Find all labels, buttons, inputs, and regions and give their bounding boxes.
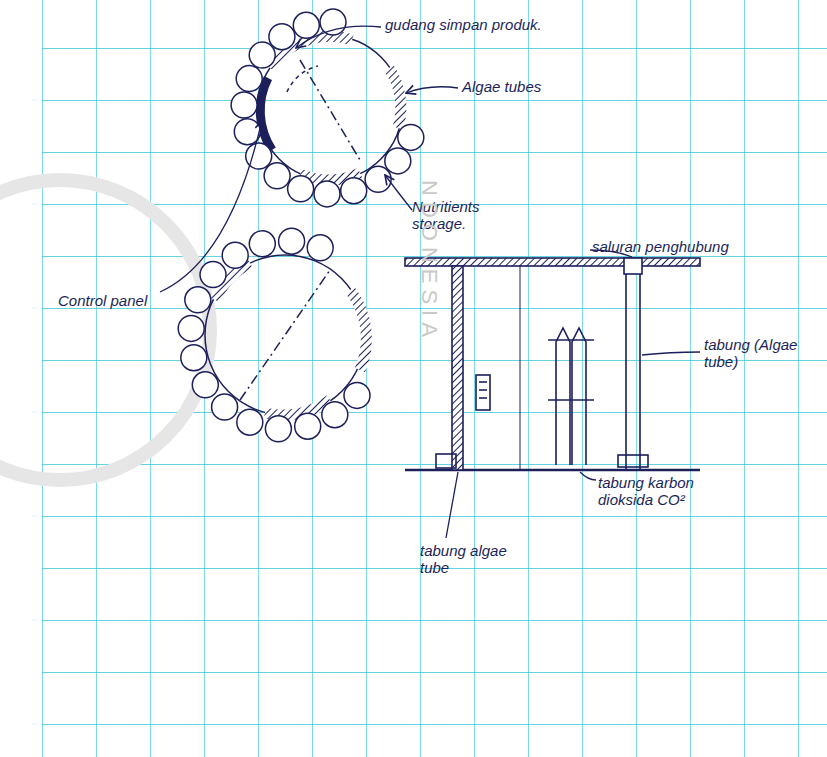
callout-label: Control panel [58,292,188,309]
algae-tube-circle [314,181,340,207]
algae-tube-circle [249,231,275,257]
algae-tube-circle [200,262,226,288]
floor-line [405,469,700,472]
base-block [436,454,456,468]
leader-line [406,87,458,93]
leader-line [580,472,596,480]
algae-tube-circle [398,124,424,150]
control-detail [479,381,487,383]
algae-tube-circle [178,315,204,341]
callout-label: tabung (Algae tube) [704,336,804,371]
axis-line [300,60,360,160]
leader-lines [160,26,700,538]
callout-label: tabung algae tube [420,542,515,577]
algae-tube-circle [279,228,305,254]
leader-line [446,472,458,538]
floor-plans [178,9,424,442]
wall-arc [350,290,366,370]
watermark: NDONESIA [417,180,442,343]
rack-shelf [548,339,594,341]
algae-tube-circle [181,345,207,371]
plan-ring [205,255,365,415]
algae-tube-circle [307,235,333,261]
algae-tube-circle [231,92,257,118]
algae-tube-circle [320,9,346,35]
algae-tube-circle [192,372,218,398]
plan-ring [258,36,402,180]
algae-tube-circle [295,413,321,439]
algae-tube [626,266,640,470]
tube-arc [389,68,401,128]
wall-arc [265,400,330,415]
grid-paper [42,0,827,757]
control-panel-arc [260,78,272,150]
callout-label: tabung karbon dioksida CO² [598,474,713,509]
callout-label: Algae tubes [462,78,582,95]
algae-tube-circle [385,148,411,174]
co2-tube [556,328,570,465]
control-detail [479,389,487,391]
algae-tube-circle [236,66,262,92]
callout-label: gudang simpan produk. [385,16,585,33]
panel-guide [287,66,318,92]
section-drawing [405,258,700,470]
algae-tube-circle [237,409,263,435]
algae-tube-circle [185,287,211,313]
tube-base [618,455,648,467]
algae-tube-circle [269,24,295,50]
algae-tube-circle [265,416,291,442]
algae-tube-circle [293,12,319,38]
algae-tube-circle [222,242,248,268]
algae-tube-circle [264,163,290,189]
roof-slab [405,258,700,266]
leader-line [160,120,262,292]
algae-tube-circle [249,42,275,68]
section-line [520,266,521,470]
rack-shelf [548,399,594,401]
control-box [476,375,490,410]
connector-duct [624,258,642,274]
callout-label: saluran penghubung [592,238,792,255]
algae-tube-circle [344,382,370,408]
axis-line [240,270,330,400]
algae-tube-circle [212,394,238,420]
left-wall [452,266,463,470]
algae-tube-circle [322,402,348,428]
algae-tube-circle [288,176,314,202]
algae-tube-circle [365,166,391,192]
leader-line [296,26,381,48]
leader-line [642,352,700,355]
leader-line [385,175,412,210]
co2-tube [572,328,586,465]
control-detail [479,397,487,399]
watermark-ring [0,180,210,480]
algae-tube-circle [341,178,367,204]
